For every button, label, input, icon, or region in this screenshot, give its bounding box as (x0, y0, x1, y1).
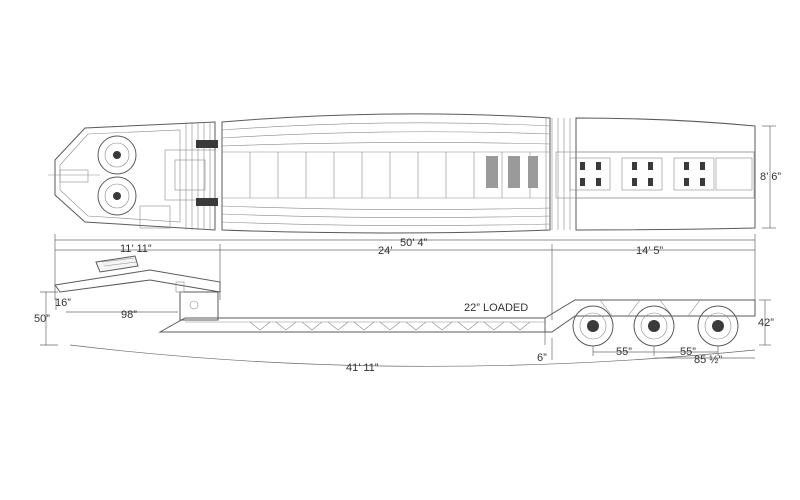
swing-radius-label: 41’ 11” (346, 362, 379, 374)
rear-length-label: 14’ 5” (636, 245, 663, 257)
dimension-width (762, 125, 776, 229)
axle-spread-1-label: 55” (616, 346, 632, 358)
height-50-label: 50” (34, 313, 50, 325)
side-dimension-lines (40, 291, 771, 367)
rear-overhang-label: 85 ½” (694, 354, 722, 366)
height-16-label: 16” (55, 297, 71, 309)
dimension-lengths (54, 234, 756, 320)
overall-length-label: 50’ 4” (400, 237, 427, 249)
deck-height-loaded-label: 22” LOADED (464, 302, 528, 314)
axle-spread-2-label: 55” (680, 346, 696, 358)
length-98-label: 98” (121, 309, 137, 321)
top-view (48, 113, 756, 234)
gooseneck-length-label: 11’ 11” (120, 243, 152, 255)
deck-length-label: 24’ (378, 245, 393, 257)
width-label: 8’ 6” (760, 171, 781, 183)
side-view (54, 255, 756, 347)
ground-clearance-label: 6” (537, 352, 547, 364)
rear-deck-height-label: 42” (758, 317, 774, 329)
